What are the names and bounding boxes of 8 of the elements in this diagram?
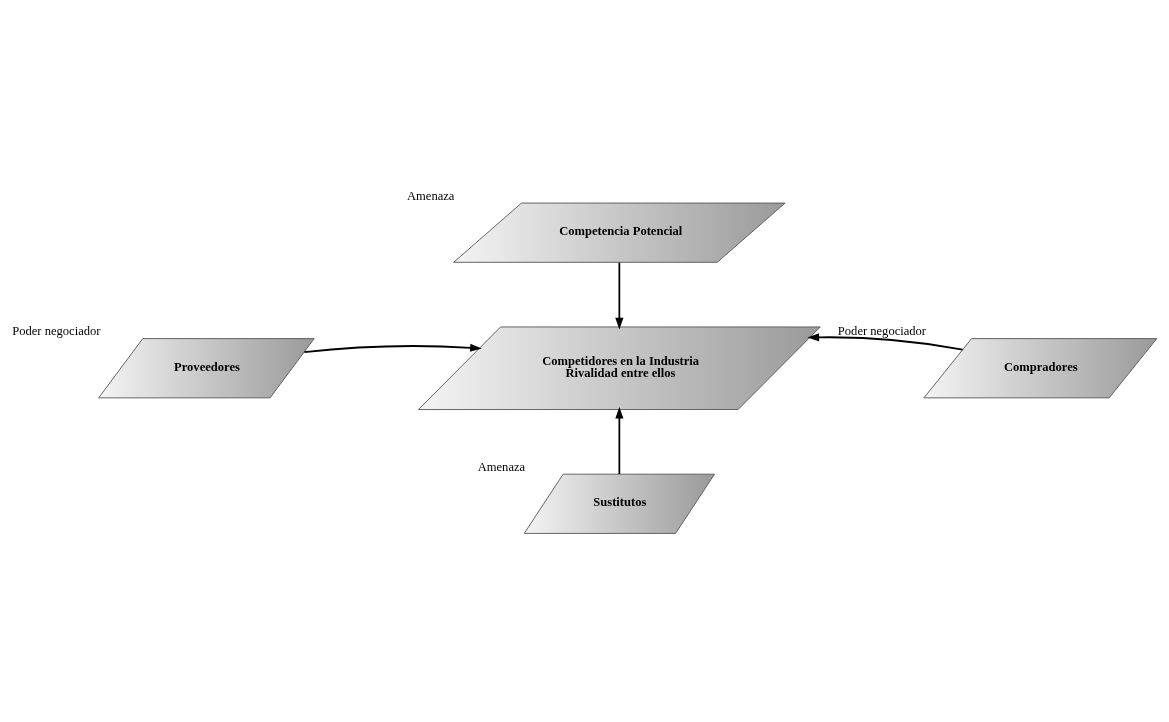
node-label: Amenaza	[477, 459, 526, 474]
arrow	[807, 332, 964, 350]
node-label: Poder negociador	[12, 323, 101, 338]
arrow	[615, 406, 624, 475]
arrow	[615, 261, 624, 329]
node-label: Amenaza	[407, 188, 455, 203]
arrow	[303, 343, 482, 353]
node-label: Poder negociador	[837, 323, 927, 338]
